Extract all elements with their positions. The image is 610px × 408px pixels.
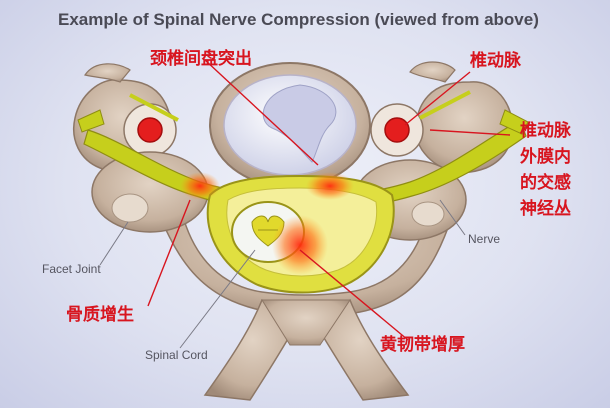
spur-leader [147, 199, 191, 307]
cord-leader [179, 249, 256, 349]
plexus-leader [429, 129, 511, 136]
label-ligamentum-thickening: 黄韧带增厚 [380, 335, 465, 355]
plexus-line-1: 椎动脉 [520, 121, 571, 141]
label-nerve: Nerve [468, 232, 501, 246]
label-vertebral-artery: 椎动脉 [470, 51, 521, 71]
grey-leaders [99, 199, 466, 349]
left-vertebral-artery [137, 117, 163, 143]
vertebral-arteries [137, 117, 410, 143]
left-foraminal-compression [180, 172, 220, 200]
label-facet-joint: Facet Joint [42, 262, 101, 276]
leader-lines [147, 59, 511, 341]
label-sympathetic-plexus: 椎动脉 外膜内 的交感 神经丛 [520, 118, 571, 222]
ligamentum-compression [272, 215, 328, 275]
label-bone-spur: 骨质增生 [66, 305, 134, 325]
plexus-line-2: 外膜内 [520, 147, 571, 167]
vertebral-body [209, 62, 371, 188]
label-disc-herniation: 颈椎间盘突出 [150, 49, 252, 69]
ligamentum-leader [299, 249, 409, 341]
compression-zones [180, 172, 354, 275]
vertebral-arch [148, 188, 462, 401]
label-spinal-cord: Spinal Cord [145, 348, 208, 362]
plexus-line-3: 的交感 [520, 173, 571, 193]
nucleus-pulposus [262, 84, 337, 163]
diagram-title: Example of Spinal Nerve Compression (vie… [58, 10, 539, 29]
right-vertebral-artery [384, 117, 410, 143]
right-foraminal-compression [306, 172, 354, 200]
plexus-line-4: 神经丛 [520, 199, 571, 219]
disc-leader [204, 59, 319, 166]
nerve-leader [439, 199, 466, 236]
artery-leader [404, 71, 471, 126]
facet-leader [99, 221, 129, 266]
